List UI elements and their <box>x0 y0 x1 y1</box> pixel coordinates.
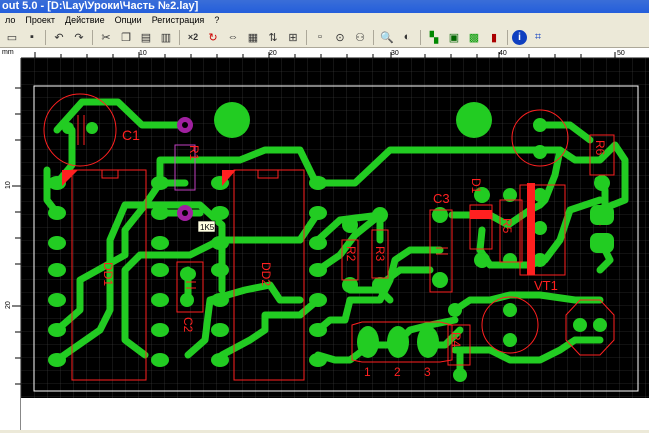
label-r3: R3 <box>373 246 387 262</box>
pcb-board[interactable]: C1 R1 DD1 DD2 C2 R2 R3 C3 D1 R5 R6 VT1 R… <box>21 58 649 430</box>
label-pin-2: 2 <box>394 365 401 379</box>
menu-item-options[interactable]: Опции <box>110 15 147 25</box>
menu-item-action[interactable]: Действие <box>60 15 110 25</box>
menu-item-help[interactable]: ? <box>209 15 224 25</box>
ruler-label-10: 10 <box>139 50 147 57</box>
label-r2: R2 <box>344 246 358 262</box>
component-icon[interactable]: ⊞ <box>284 29 302 46</box>
mirror-icon[interactable]: ⇔ <box>224 29 242 46</box>
toolbar-separator <box>507 30 508 45</box>
label-pin-3: 3 <box>424 365 431 379</box>
label-d1: D1 <box>469 178 483 194</box>
toolbar-separator <box>45 30 46 45</box>
toolbar-separator <box>92 30 93 45</box>
ruler-unit: mm <box>0 48 21 58</box>
group-icon[interactable]: ▦ <box>244 29 262 46</box>
mounting-hole-left <box>214 102 250 138</box>
align-icon[interactable]: ⇅ <box>264 29 282 46</box>
open-icon[interactable]: ▭ <box>3 29 21 46</box>
toolbar-separator <box>306 30 307 45</box>
zoom-x2-icon[interactable]: ×2 <box>184 29 202 46</box>
ruler-left-svg: 10 20 <box>0 58 21 430</box>
label-r1: R1 <box>187 145 201 161</box>
window-title: out 5.0 - [D:\Lay\Уроки\Часть №2.lay] <box>0 0 649 13</box>
menu-item-registration[interactable]: Регистрация <box>147 15 210 25</box>
photoview-icon[interactable]: ▩ <box>465 29 483 46</box>
ruler-label-50: 50 <box>617 50 625 57</box>
rotate-icon[interactable]: ↻ <box>204 29 222 46</box>
redo-icon[interactable]: ↷ <box>70 29 88 46</box>
ruler-label-20: 20 <box>269 50 277 57</box>
label-dd1: DD1 <box>101 262 115 286</box>
label-c2: C2 <box>181 317 195 333</box>
toolbar: ▭ ▪ ↶ ↷ ✂ ❐ ▤ ▥ ×2 ↻ ⇔ ▦ ⇅ ⊞ ▫ ⊙ ⚇ 🔍 ◐ ▚… <box>0 27 649 48</box>
network-icon[interactable]: ⚇ <box>351 29 369 46</box>
label-c3: C3 <box>433 191 450 206</box>
contrast-icon[interactable]: ◐ <box>398 29 416 46</box>
ruler-left: 10 20 <box>0 58 21 430</box>
mounting-hole-right <box>456 102 492 138</box>
delete-icon[interactable]: ▥ <box>157 29 175 46</box>
menu-item-file[interactable]: ло <box>0 15 20 25</box>
undo-icon[interactable]: ↶ <box>50 29 68 46</box>
ruler-label-30: 30 <box>391 50 399 57</box>
ruler-label-left-10: 10 <box>5 181 12 189</box>
label-dd2: DD2 <box>259 262 273 286</box>
tooltip-text: 1K5 <box>200 223 215 232</box>
toolbar-separator <box>373 30 374 45</box>
label-r6: R6 <box>593 140 607 156</box>
print-icon[interactable]: ▮ <box>485 29 503 46</box>
menu-bar: ло Проект Действие Опции Регистрация ? <box>0 13 649 27</box>
label-r5: R5 <box>500 218 514 234</box>
ruler-label-40: 40 <box>499 50 507 57</box>
label-pin-1: 1 <box>364 365 371 379</box>
measure-icon[interactable]: ⌗ <box>529 29 547 46</box>
drc-icon[interactable]: ▣ <box>445 29 463 46</box>
ruler-top: 10 20 30 40 50 <box>21 48 649 58</box>
value-tooltip: 1K5 <box>198 221 215 232</box>
cut-icon[interactable]: ✂ <box>97 29 115 46</box>
label-vt1: VT1 <box>534 278 558 293</box>
label-r4: R4 <box>449 332 463 348</box>
toolbar-separator <box>420 30 421 45</box>
ruler-label-left-20: 20 <box>5 301 12 309</box>
copy-icon[interactable]: ❐ <box>117 29 135 46</box>
ruler-top-svg: 10 20 30 40 50 <box>21 48 649 58</box>
pcb-canvas[interactable]: C1 R1 DD1 DD2 C2 R2 R3 C3 D1 R5 R6 VT1 R… <box>21 58 649 430</box>
connect-icon[interactable]: ⊙ <box>331 29 349 46</box>
toolbar-separator <box>179 30 180 45</box>
menu-item-project[interactable]: Проект <box>20 15 60 25</box>
paste-icon[interactable]: ▤ <box>137 29 155 46</box>
autoroute-icon[interactable]: ▚ <box>425 29 443 46</box>
search-icon[interactable]: 🔍 <box>378 29 396 46</box>
label-c1: C1 <box>122 127 140 143</box>
info-icon[interactable]: i <box>512 30 527 45</box>
canvas-bottom-margin <box>21 398 649 430</box>
layer-icon[interactable]: ▫ <box>311 29 329 46</box>
save-icon[interactable]: ▪ <box>23 29 41 46</box>
